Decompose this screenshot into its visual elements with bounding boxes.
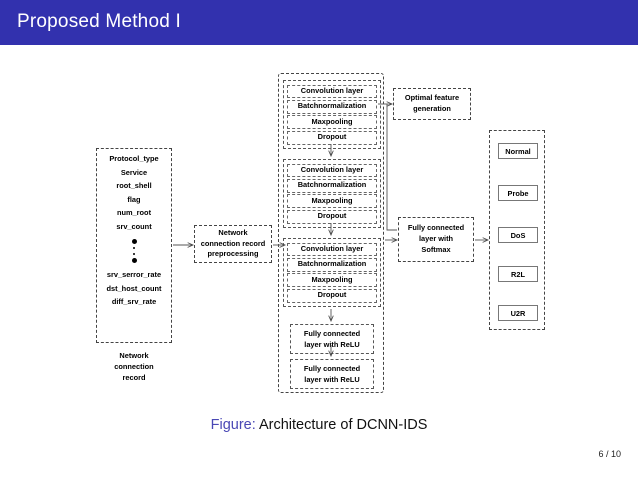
feature-item: dst_host_count xyxy=(106,283,162,293)
dense-line: layer with ReLU xyxy=(304,375,360,385)
class-dos: DoS xyxy=(498,227,538,243)
caption-line: Network xyxy=(119,351,149,360)
feature-item: Protocol_type xyxy=(109,154,159,164)
layer-convolution: Convolution layer xyxy=(287,242,377,257)
softmax-line: layer with xyxy=(418,234,454,244)
figure-caption-text: Architecture of DCNN-IDS xyxy=(258,417,428,433)
optimal-line: Optimal feature xyxy=(404,93,460,103)
class-u2r: U2R xyxy=(498,305,538,321)
dense-line: Fully connected xyxy=(303,364,361,373)
layer-dropout: Dropout xyxy=(287,288,377,303)
dense-line: layer with ReLU xyxy=(304,340,360,350)
conv-block-2: Convolution layer Batchnormalization Max… xyxy=(283,159,381,228)
dense-block-2: Fully connected layer with ReLU xyxy=(290,359,374,390)
slide-header-banner: Proposed Method I xyxy=(0,0,638,45)
output-classes-panel: Normal Probe DoS R2L U2R xyxy=(489,130,545,330)
caption-line: connection xyxy=(114,362,154,372)
layer-maxpooling: Maxpooling xyxy=(287,194,377,209)
conv-block-1: Convolution layer Batchnormalization Max… xyxy=(283,80,381,149)
feature-item: srv_count xyxy=(116,221,152,231)
connector-optimal-to-softmax xyxy=(386,104,397,231)
feature-item: root_shell xyxy=(116,181,152,191)
preprocess-line: connection record xyxy=(200,238,266,248)
dense-line: Fully connected xyxy=(303,329,361,338)
input-panel-caption: Network connection record xyxy=(96,350,172,383)
layer-batchnorm: Batchnormalization xyxy=(287,178,377,193)
softmax-layer-box: Fully connected layer with Softmax xyxy=(398,217,474,262)
layer-dropout: Dropout xyxy=(287,209,377,224)
class-r2l: R2L xyxy=(498,266,538,282)
feature-item: Service xyxy=(120,167,148,177)
ellipsis-dot xyxy=(131,258,137,264)
optimal-line: generation xyxy=(413,104,451,113)
ellipsis-dot xyxy=(132,246,136,250)
ellipsis-dot xyxy=(132,252,136,256)
preprocessing-box: Network connection record preprocessing xyxy=(194,225,272,263)
figure-area: Protocol_type Service root_shell flag nu… xyxy=(0,45,638,479)
feature-item: flag xyxy=(127,194,141,204)
ellipsis-dot xyxy=(131,238,137,244)
feature-item: diff_srv_rate xyxy=(111,297,157,307)
class-probe: Probe xyxy=(498,185,538,201)
layer-batchnorm: Batchnormalization xyxy=(287,99,377,114)
page-title: Proposed Method I xyxy=(17,11,181,32)
dcnn-ids-architecture-diagram: Protocol_type Service root_shell flag nu… xyxy=(90,70,550,415)
caption-line: record xyxy=(122,373,146,383)
feature-item: num_root xyxy=(116,208,152,218)
feature-item: srv_serror_rate xyxy=(106,270,162,280)
softmax-line: Fully connected xyxy=(407,223,465,233)
layer-batchnorm: Batchnormalization xyxy=(287,257,377,272)
preprocess-line: Network xyxy=(218,227,248,237)
class-normal: Normal xyxy=(498,143,538,159)
layer-convolution: Convolution layer xyxy=(287,84,377,99)
dcnn-stack-container: Convolution layer Batchnormalization Max… xyxy=(278,73,384,393)
optimal-feature-generation-box: Optimal feature generation xyxy=(393,88,471,120)
page-number: 6 / 10 xyxy=(598,449,621,459)
layer-maxpooling: Maxpooling xyxy=(287,273,377,288)
figure-label: Figure: xyxy=(210,417,256,433)
dense-block-1: Fully connected layer with ReLU xyxy=(290,324,374,355)
ellipsis-dots xyxy=(131,237,137,265)
network-connection-record-panel: Protocol_type Service root_shell flag nu… xyxy=(96,148,172,343)
softmax-line: Softmax xyxy=(421,244,451,254)
layer-dropout: Dropout xyxy=(287,130,377,145)
layer-convolution: Convolution layer xyxy=(287,163,377,178)
preprocess-line: preprocessing xyxy=(207,249,259,259)
figure-caption: Figure: Architecture of DCNN-IDS xyxy=(0,417,638,433)
conv-block-3: Convolution layer Batchnormalization Max… xyxy=(283,238,381,307)
layer-maxpooling: Maxpooling xyxy=(287,115,377,130)
